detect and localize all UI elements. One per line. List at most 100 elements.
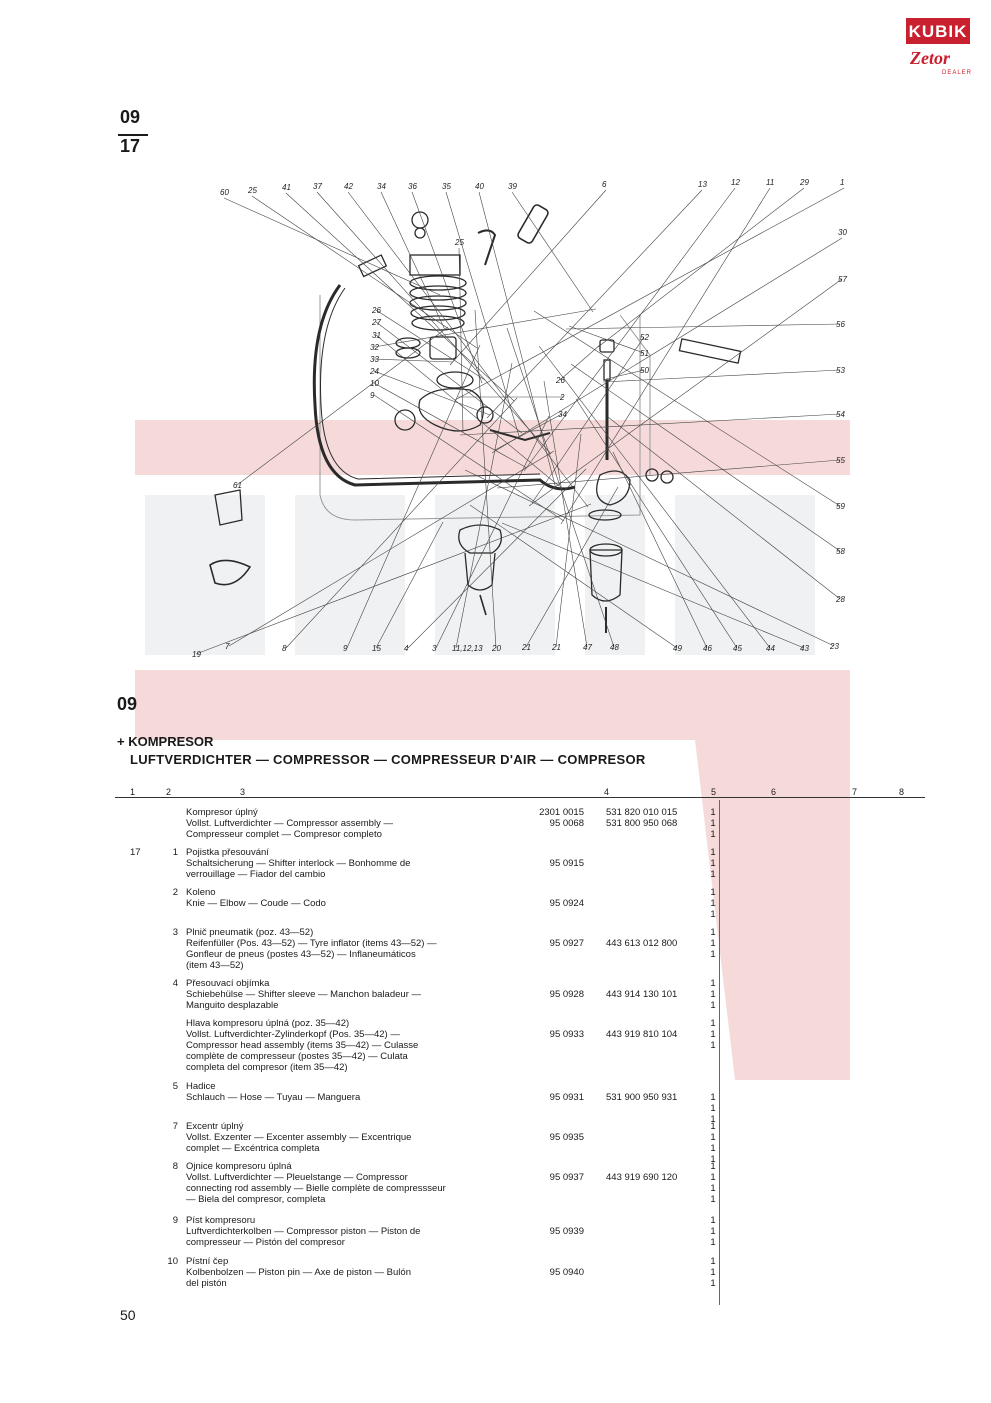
callout-label: 35: [442, 182, 451, 191]
part-description-line: compresseur — Pistón del compresor: [186, 1237, 345, 1248]
part-description-line: Kompresor úplný: [186, 807, 258, 818]
part-number-line: [530, 1081, 584, 1092]
leader-line: [486, 189, 703, 419]
part-number-alt-line: 531 900 950 931: [606, 1092, 678, 1103]
section-number: 09: [117, 694, 138, 714]
quantity-line: 1: [710, 1114, 716, 1125]
leader-line: [565, 323, 841, 330]
column-header-7: 7: [852, 787, 858, 797]
callout-label: 13: [698, 180, 707, 189]
leader-line: [525, 486, 619, 648]
quantity-line: 1: [710, 909, 716, 920]
part-number-line: [530, 1121, 584, 1132]
quantity-line: 1: [710, 869, 716, 880]
logo-word: KUBIK: [908, 22, 968, 41]
part-number-alt: 443 919 690 120: [606, 1161, 677, 1183]
leader-line: [511, 191, 594, 313]
callout-label: 20: [491, 644, 501, 653]
callout-label: 10: [370, 379, 379, 388]
callout-label: 55: [836, 456, 845, 465]
callout-label: 26: [555, 376, 565, 385]
callout-label: 24: [369, 367, 379, 376]
callout-label: 30: [838, 228, 847, 237]
leader-line: [454, 187, 845, 401]
part-description-line: complète de compresseur (postes 35—42) —…: [186, 1051, 408, 1062]
part-number-line: 95 0940: [549, 1267, 584, 1278]
leader-line: [380, 191, 446, 331]
part-description-line: Píst kompresoru: [186, 1215, 256, 1226]
quantity-line: 1: [710, 1143, 716, 1154]
position-number: 8: [172, 1161, 178, 1172]
part-number-line: [530, 927, 584, 938]
part-description-line: Vollst. Exzenter — Excenter assembly — E…: [186, 1132, 412, 1143]
column-header-8: 8: [899, 787, 905, 797]
position-number: 1: [172, 847, 178, 858]
quantity-line: 1: [710, 1132, 716, 1143]
part-description-line: Knie — Elbow — Coude — Codo: [186, 898, 326, 909]
part-number-line: 95 0935: [549, 1132, 584, 1143]
leader-line: [605, 369, 645, 380]
leader-line: [455, 362, 513, 649]
callout-label: 23: [829, 642, 839, 651]
figure-number-top: 09: [120, 107, 141, 127]
part-number-line: [530, 978, 584, 989]
part-description-line: Reifenfüller (Pos. 43—52) — Tyre inflato…: [186, 938, 437, 949]
position-number: 7: [172, 1121, 178, 1132]
part-number-line: 95 0915: [549, 858, 584, 869]
part-number-line: [530, 1018, 584, 1029]
part-number-alt: 443 613 012 800: [606, 927, 677, 949]
callout-label: 54: [836, 410, 845, 419]
leader-line: [459, 413, 841, 436]
quantity-line: 1: [710, 1267, 716, 1278]
callout-label: 3: [432, 644, 437, 653]
logo-script: Zetor: [910, 48, 950, 68]
leader-line: [236, 326, 449, 486]
quantity-line: 1: [710, 887, 716, 898]
callout-label: 27: [371, 318, 381, 327]
quantity-line: 1: [710, 978, 716, 989]
callout-label: 31: [372, 331, 381, 340]
position-number: 3: [172, 927, 178, 938]
quantity-line: 1: [710, 1092, 716, 1103]
part-number-alt-line: [606, 978, 677, 989]
leader-line: [373, 358, 454, 363]
header-rule: [115, 797, 925, 798]
quantity-column-rule: [719, 800, 720, 1305]
position-number: 2: [172, 887, 178, 898]
part-number-line: [530, 887, 584, 898]
callout-label: 34: [377, 182, 386, 191]
part-description-line: connecting rod assembly — Bielle complèt…: [186, 1183, 446, 1194]
logo-sub: DEALER: [942, 70, 973, 76]
callout-label: 45: [733, 644, 742, 653]
callout-label: 25: [454, 238, 464, 247]
part-number-line: 95 0928: [549, 989, 584, 1000]
part-number-line: [530, 1215, 584, 1226]
callout-label: 41: [282, 183, 291, 192]
callout-label: 34: [558, 410, 567, 419]
callout-label: 7: [225, 642, 230, 651]
callout-label: 9: [370, 391, 375, 400]
leader-line: [251, 195, 478, 349]
leader-line: [555, 433, 582, 648]
part-number: 95 0928: [530, 978, 584, 1000]
quantity-line: 1: [710, 1040, 716, 1051]
part-description-line: Ojnice kompresoru úplná: [186, 1161, 292, 1172]
callout-label: 26: [371, 306, 381, 315]
leader-line: [506, 327, 615, 648]
leader-line: [464, 469, 835, 647]
callout-label: 58: [836, 547, 845, 556]
leader-line: [597, 187, 805, 348]
part-description-line: — Biela del compresor, completa: [186, 1194, 326, 1205]
part-description-line: Hlava kompresoru úplná (poz. 35—42): [186, 1018, 350, 1029]
quantity-line: 1: [710, 1000, 716, 1011]
leader-line: [474, 309, 497, 649]
part-number-alt-line: 443 613 012 800: [606, 938, 678, 949]
